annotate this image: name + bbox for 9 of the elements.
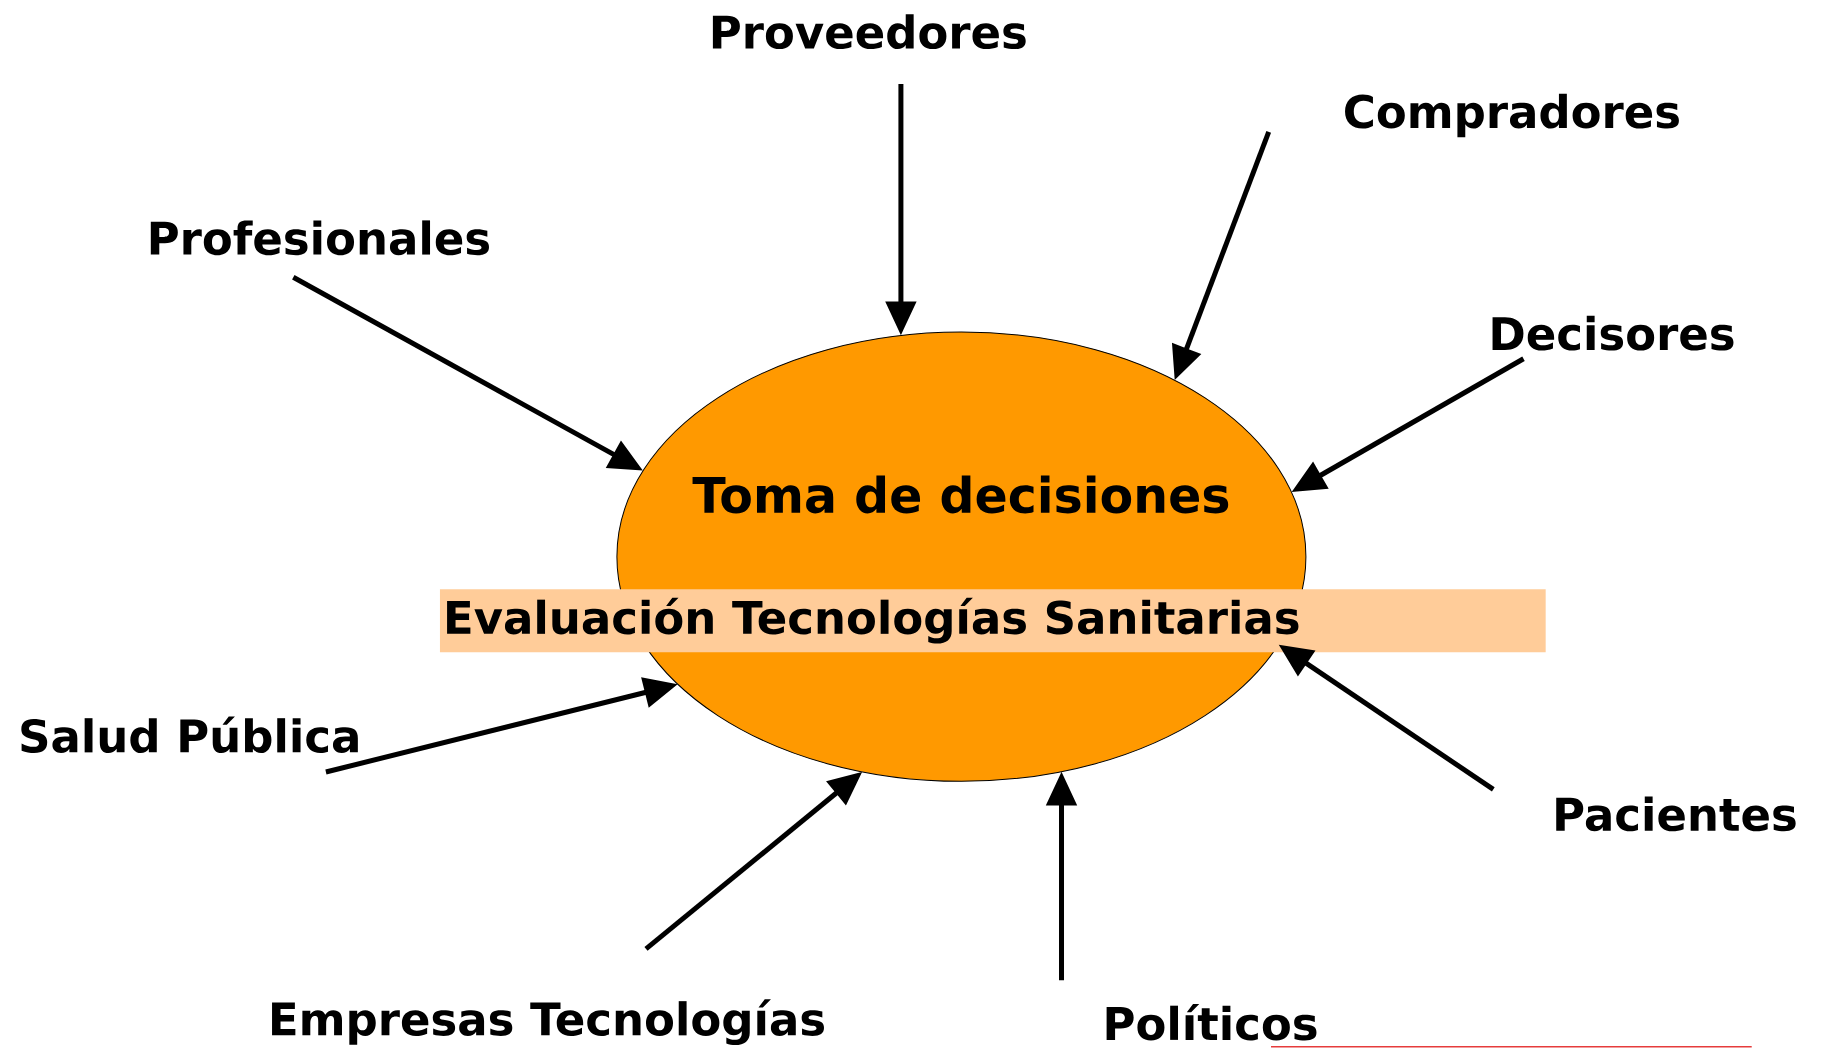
- stakeholder-label: Políticos: [1106, 1003, 1317, 1041]
- stakeholder-label: Salud Pública: [21, 716, 358, 753]
- stakeholder-label: Proveedores: [712, 14, 1026, 50]
- stakeholder-label: Pacientes: [1556, 796, 1796, 832]
- stakeholder-label: Empresas Tecnologías: [272, 999, 824, 1046]
- highlight-band: Evaluación Tecnologías Sanitarias: [439, 589, 1546, 653]
- stakeholder-label: Compradores: [1345, 93, 1679, 138]
- stakeholder-label: Profesionales: [150, 220, 489, 256]
- stakeholder-label: Decisores: [1492, 315, 1734, 351]
